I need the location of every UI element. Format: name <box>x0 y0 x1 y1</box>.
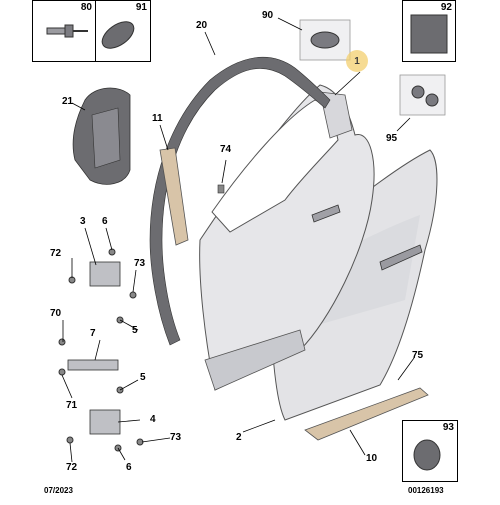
box-92-label: 92 <box>440 2 452 13</box>
parts-box-91: 91 <box>95 0 151 62</box>
parts-box-93: 93 <box>402 420 458 482</box>
callout-90: 90 <box>262 10 274 21</box>
callout-5a: 5 <box>132 325 138 336</box>
box-93-label: 93 <box>442 422 454 433</box>
exterior-door-handle <box>379 244 423 271</box>
callout-70: 70 <box>50 308 62 319</box>
door-inner-lower-edge <box>204 329 306 391</box>
callout-4: 4 <box>150 414 156 425</box>
window-trim-strip <box>159 147 189 246</box>
footer-date: 07/2023 <box>44 486 73 495</box>
callout-75: 75 <box>412 350 424 361</box>
clip-pack-90 <box>299 19 351 61</box>
callout-7: 7 <box>90 328 96 339</box>
lower-hinge-assembly <box>66 409 144 452</box>
pad-icon <box>410 14 448 54</box>
callout-3: 3 <box>80 216 86 227</box>
grille-cover-icon <box>101 21 135 49</box>
callout-1: 1 <box>354 55 360 67</box>
callout-20: 20 <box>196 20 208 31</box>
callout-72b: 72 <box>66 462 78 473</box>
rivet-icon <box>46 24 88 38</box>
callout-11: 11 <box>152 113 163 124</box>
callout-5b: 5 <box>140 372 146 383</box>
callout-71: 71 <box>66 400 78 411</box>
callout-2: 2 <box>236 432 242 443</box>
door-check-strap <box>58 338 124 394</box>
callout-6a: 6 <box>102 216 108 227</box>
callout-72a: 72 <box>50 248 62 259</box>
inner-handle-recess <box>311 204 341 223</box>
door-sill-moulding <box>304 387 429 441</box>
callout-74: 74 <box>220 144 232 155</box>
parts-box-80: 80 <box>32 0 96 62</box>
upper-hinge-assembly <box>68 248 137 324</box>
box-91-label: 91 <box>135 2 147 13</box>
callout-badge-1: 1 <box>346 50 368 72</box>
box-80-label: 80 <box>80 2 92 13</box>
callout-73b: 73 <box>170 432 182 443</box>
parts-box-92: 92 <box>402 0 456 62</box>
callout-21: 21 <box>62 96 74 107</box>
callout-73a: 73 <box>134 258 146 269</box>
callout-6b: 6 <box>126 462 132 473</box>
clip-74 <box>217 184 225 194</box>
footer-code: 00126193 <box>408 486 444 495</box>
round-pad-icon <box>413 439 441 471</box>
leader-lines <box>61 17 415 463</box>
callout-95: 95 <box>386 133 398 144</box>
callout-10: 10 <box>366 453 378 464</box>
door-weather-seal <box>149 57 331 346</box>
module-bracket <box>91 107 121 169</box>
clip-pack-95 <box>399 74 446 116</box>
